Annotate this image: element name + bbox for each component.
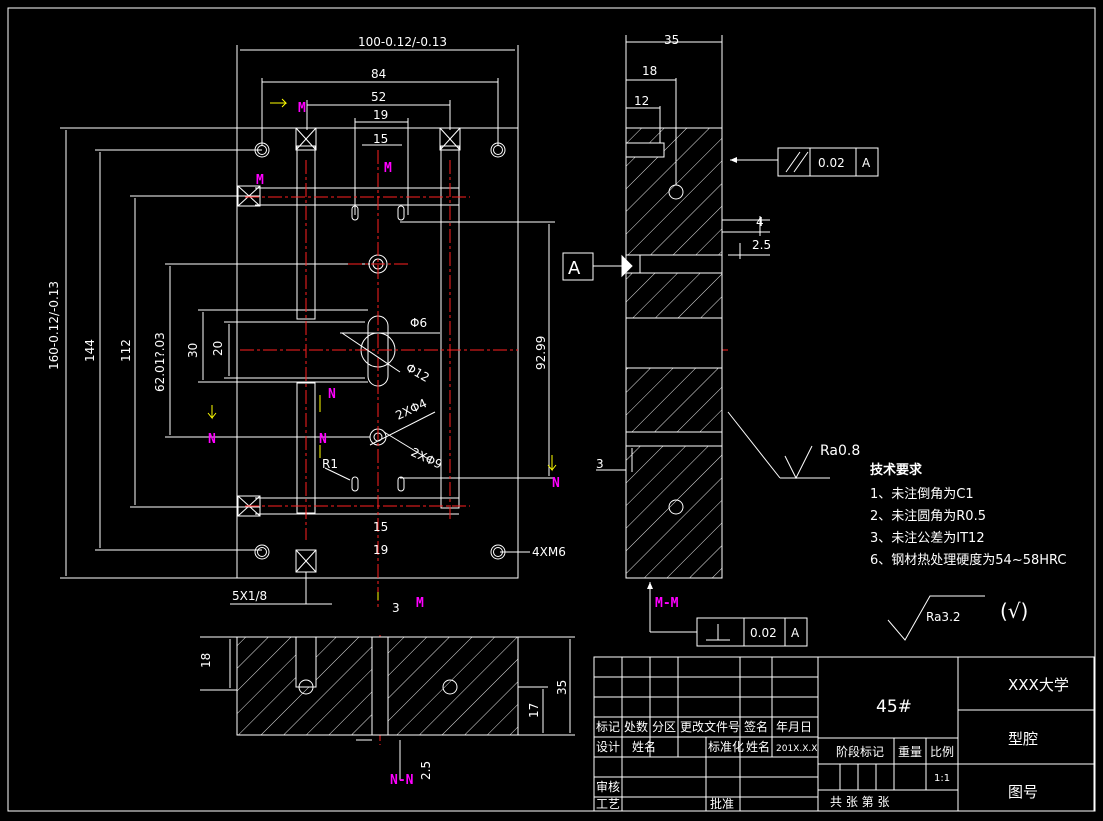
tb-mark: 标记 [596,720,620,734]
dim-4-side: 4 [756,215,764,229]
tb-stage: 阶段标记 [836,744,884,759]
tb-sheets: 共 张 第 张 [830,795,889,809]
marker-m-left: M [256,173,264,188]
tb-count: 处数 [624,719,648,734]
tb-name2: 姓名 [746,739,770,754]
marker-n-inner: N [319,432,327,447]
perp-value: 0.02 [750,626,777,640]
tb-name1: 姓名 [632,739,656,754]
dim-18-side: 18 [642,64,657,78]
tb-change-doc: 更改文件号 [680,719,740,734]
requirement-1: 1、未注倒角为C1 [870,487,974,502]
requirement-3: 3、未注公差为IT12 [870,531,985,546]
section-mm-label: M-M [655,596,679,611]
arrow-n-left [207,405,217,420]
dim-15-top: 15 [373,132,388,146]
tb-school: XXX大学 [1008,676,1069,694]
tb-design: 设计 [596,740,620,754]
section-markers: M M M M N N N N [207,98,560,611]
dim-17-section: 17 [527,703,541,718]
marker-m-bottom: M [416,596,424,611]
tech-requirements: 技术要求 1、未注倒角为C1 2、未注圆角为R0.5 3、未注公差为IT12 6… [870,462,1067,568]
requirements-title: 技术要求 [870,462,923,478]
title-block [593,656,1095,812]
tb-zone: 分区 [652,720,676,734]
dim-30: 30 [186,343,200,358]
dim-15-bot: 15 [373,520,388,534]
dim-thread: 4XM6 [532,545,566,559]
surface-finish: Ra3.2 (√) [887,595,1028,641]
requirement-2: 2、未注圆角为R0.5 [870,509,986,524]
drawing-frame [7,7,1096,812]
dim-18-section: 18 [199,653,213,668]
tb-material: 45# [876,697,912,717]
tb-date-head: 年月日 [776,720,812,734]
title-block-text: 标记 处数 分区 更改文件号 签名 年月日 设计 姓名 标准化 姓名 201X.… [596,676,1069,811]
surface-ra32: Ra3.2 [926,610,961,624]
dim-25-section: 2.5 [419,761,433,780]
section-nn-label: N-N [390,773,414,788]
dim-35-section: 35 [555,680,569,695]
tb-sign: 签名 [744,719,768,734]
requirement-6: 6、钢材热处理硬度为54~58HRC [870,552,1067,568]
tb-weight: 重量 [898,745,922,759]
arrow-m-top [270,98,288,108]
section-view-text: 18 35 17 2.5 N-N [199,653,569,788]
dim-phi4: 2XΦ4 [393,396,429,423]
dim-phi9: 2XΦ9 [409,445,445,472]
tb-review: 审核 [596,779,620,794]
dim-25-side: 2.5 [752,238,771,252]
tb-scale-value: 1:1 [934,773,950,784]
leaders-front [230,332,530,605]
dim-84: 84 [371,67,386,81]
dim-pipe: 5X1/8 [232,589,267,603]
arrow-n-right [547,455,557,472]
dim-20: 20 [211,341,225,356]
marker-n-left: N [328,387,336,402]
dim-r1: R1 [322,457,338,471]
marker-m-top: M [298,101,306,116]
dim-height-total: 160-0.12/-0.13 [47,281,61,370]
dim-144: 144 [83,339,97,362]
tb-drawing-no: 图号 [1008,783,1038,801]
datum-a-label: A [568,258,581,279]
front-view [60,45,555,579]
marker-m-center: M [384,161,392,176]
dim-35-side: 35 [664,33,679,47]
marker-n-right: N [552,476,560,491]
tb-part: 型腔 [1008,730,1038,748]
dim-width-total: 100-0.12/-0.13 [358,35,447,49]
roughness-ra08: Ra0.8 [820,443,860,459]
tb-process: 工艺 [596,797,620,811]
tb-date: 201X.X.X [776,744,817,754]
dim-phi6: Φ6 [410,316,427,330]
dim-12-side: 12 [634,94,649,108]
perp-datum: A [791,626,800,640]
parallel-value: 0.02 [818,156,845,170]
dim-92: 92.99 [534,336,548,370]
dim-3-front: 3 [392,601,400,615]
dim-19-bot: 19 [373,543,388,557]
marker-n-mid: N [208,432,216,447]
surface-check-mark: (√) [1000,599,1028,623]
tb-approve: 批准 [710,796,734,811]
side-view-text: 35 18 12 4 2.5 3 A 0.02 A 0.02 A Ra0.8 M… [568,33,871,640]
section-view [200,636,575,780]
dim-62: 62.01?.03 [153,332,167,392]
parallel-datum: A [862,156,871,170]
tb-scale: 比例 [930,745,954,759]
dim-3-side: 3 [596,457,604,471]
dim-52: 52 [371,90,386,104]
dim-112: 112 [119,339,133,362]
dim-phi12: Φ12 [404,360,432,384]
dim-19-top: 19 [373,108,388,122]
side-view [562,35,879,647]
tb-std: 标准化 [708,740,744,754]
